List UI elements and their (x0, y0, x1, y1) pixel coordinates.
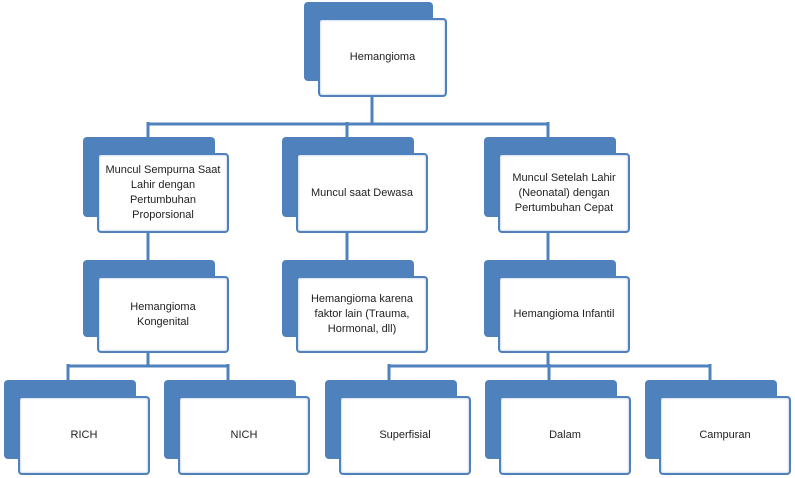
node-box: Campuran (659, 396, 791, 475)
node-muncul-setelah-lahir: Muncul Setelah Lahir (Neonatal) dengan P… (484, 137, 630, 233)
node-box: Muncul Sempurna Saat Lahir dengan Pertum… (97, 153, 229, 233)
node-label: NICH (230, 429, 258, 441)
node-superfisial: Superfisial (325, 380, 471, 475)
node-label: Hemangioma (349, 51, 416, 63)
node-box: Superfisial (339, 396, 471, 475)
node-box: Muncul saat Dewasa (296, 153, 428, 233)
node-label: RICH (70, 429, 98, 441)
node-box: Hemangioma Kongenital (97, 276, 229, 353)
node-box: Dalam (499, 396, 631, 475)
node-box: Hemangioma (318, 18, 447, 97)
node-hemangioma-infantil: Hemangioma Infantil (484, 260, 630, 353)
node-campuran: Campuran (645, 380, 791, 475)
node-label: Superfisial (379, 429, 431, 441)
node-box: Hemangioma Infantil (498, 276, 630, 353)
node-hemangioma-kongenital: Hemangioma Kongenital (83, 260, 229, 353)
node-rich: RICH (4, 380, 150, 475)
node-label: Hemangioma Kongenital (130, 300, 196, 328)
node-label: Hemangioma karena faktor lain (Trauma, H… (310, 293, 414, 335)
node-hemangioma-faktor-lain: Hemangioma karena faktor lain (Trauma, H… (282, 260, 428, 353)
node-hemangioma: Hemangioma (304, 2, 447, 97)
node-box: Muncul Setelah Lahir (Neonatal) dengan P… (498, 153, 630, 233)
node-muncul-dewasa: Muncul saat Dewasa (282, 137, 428, 233)
node-box: NICH (178, 396, 310, 475)
node-label: Dalam (549, 429, 581, 441)
node-nich: NICH (164, 380, 310, 475)
node-box: RICH (18, 396, 150, 475)
node-label: Hemangioma Infantil (513, 308, 615, 320)
node-label: Muncul Sempurna Saat Lahir dengan Pertum… (105, 164, 221, 221)
node-muncul-sempurna: Muncul Sempurna Saat Lahir dengan Pertum… (83, 137, 229, 233)
node-dalam: Dalam (485, 380, 631, 475)
node-label: Muncul Setelah Lahir (Neonatal) dengan P… (512, 171, 616, 214)
node-label: Campuran (699, 429, 751, 441)
node-box: Hemangioma karena faktor lain (Trauma, H… (296, 276, 428, 353)
node-label: Muncul saat Dewasa (310, 186, 414, 199)
